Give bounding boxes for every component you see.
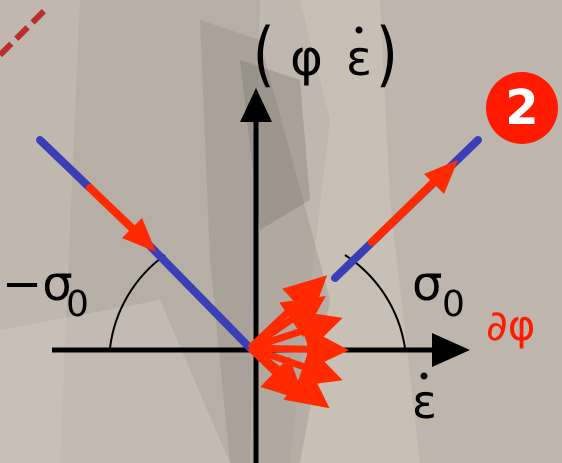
y-axis-close-paren: ) bbox=[376, 13, 398, 95]
y-axis-phi: φ bbox=[290, 29, 323, 87]
y-axis-epsilon: ε bbox=[346, 31, 372, 87]
step-badge-number: 2 bbox=[505, 80, 538, 136]
axes bbox=[52, 88, 470, 463]
left-arrowhead bbox=[122, 218, 156, 252]
x-axis-label: ε bbox=[412, 372, 437, 429]
left-slope-sigma: −σ bbox=[2, 256, 73, 312]
right-slope-sigma: σ bbox=[412, 256, 442, 312]
left-line-lower bbox=[146, 242, 254, 352]
x-axis-arrowhead bbox=[432, 333, 470, 367]
right-slope-label: σ 0 bbox=[412, 256, 465, 325]
left-red-arrow bbox=[86, 184, 156, 252]
subgradient-arrow-7 bbox=[247, 345, 306, 401]
y-axis-dot-accent bbox=[355, 26, 363, 34]
step-badge: 2 bbox=[486, 72, 558, 144]
left-angle-arc bbox=[109, 254, 166, 349]
left-slope-subscript: 0 bbox=[66, 284, 89, 325]
subgradient-arrow-3 bbox=[248, 310, 343, 352]
corner-dash-decoration bbox=[0, 7, 48, 58]
right-red-arrow bbox=[368, 160, 458, 246]
left-arrow-shaft bbox=[86, 184, 140, 236]
y-axis-open-paren: ( bbox=[253, 13, 275, 95]
subgradient-arrow-2 bbox=[248, 296, 326, 351]
right-arrowhead bbox=[424, 160, 458, 194]
left-line-upper bbox=[36, 136, 94, 192]
subdifferential-label: ∂φ bbox=[486, 301, 535, 350]
right-arrow-shaft bbox=[368, 172, 444, 246]
right-slope-subscript: 0 bbox=[442, 284, 465, 325]
x-axis-dot-accent bbox=[420, 372, 428, 380]
step-badge-circle bbox=[486, 72, 558, 144]
y-axis-label: φ ( ε ) bbox=[253, 13, 398, 95]
y-axis-arrowhead bbox=[240, 88, 272, 122]
subgradient-fan bbox=[247, 275, 349, 409]
x-axis-epsilon: ε bbox=[412, 375, 437, 429]
left-slope-label: −σ 0 bbox=[2, 256, 89, 325]
